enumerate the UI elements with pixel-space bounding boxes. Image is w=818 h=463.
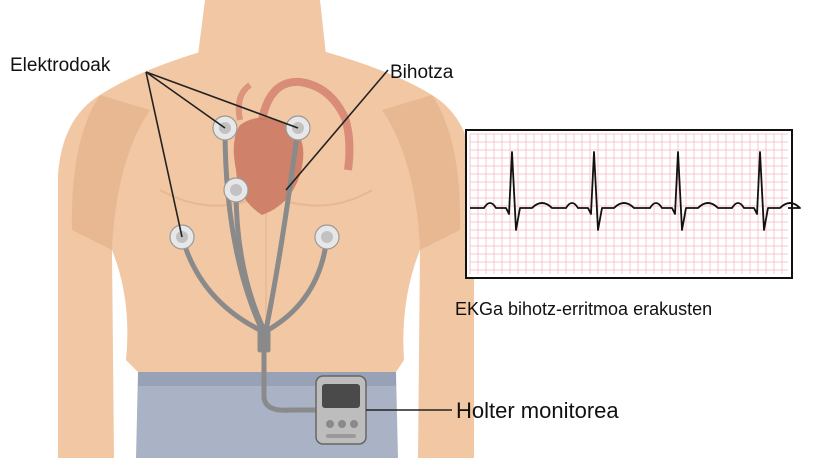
ecg-strip [466, 130, 800, 278]
ecg-caption: EKGa bihotz-erritmoa erakusten [455, 299, 712, 319]
electrode [224, 178, 248, 202]
holter-monitor-device [316, 376, 366, 444]
electrodes-label: Elektrodoak [10, 55, 111, 76]
electrode [315, 225, 339, 249]
heart-label: Bihotza [390, 62, 454, 83]
holter-label: Holter monitorea [456, 398, 619, 423]
